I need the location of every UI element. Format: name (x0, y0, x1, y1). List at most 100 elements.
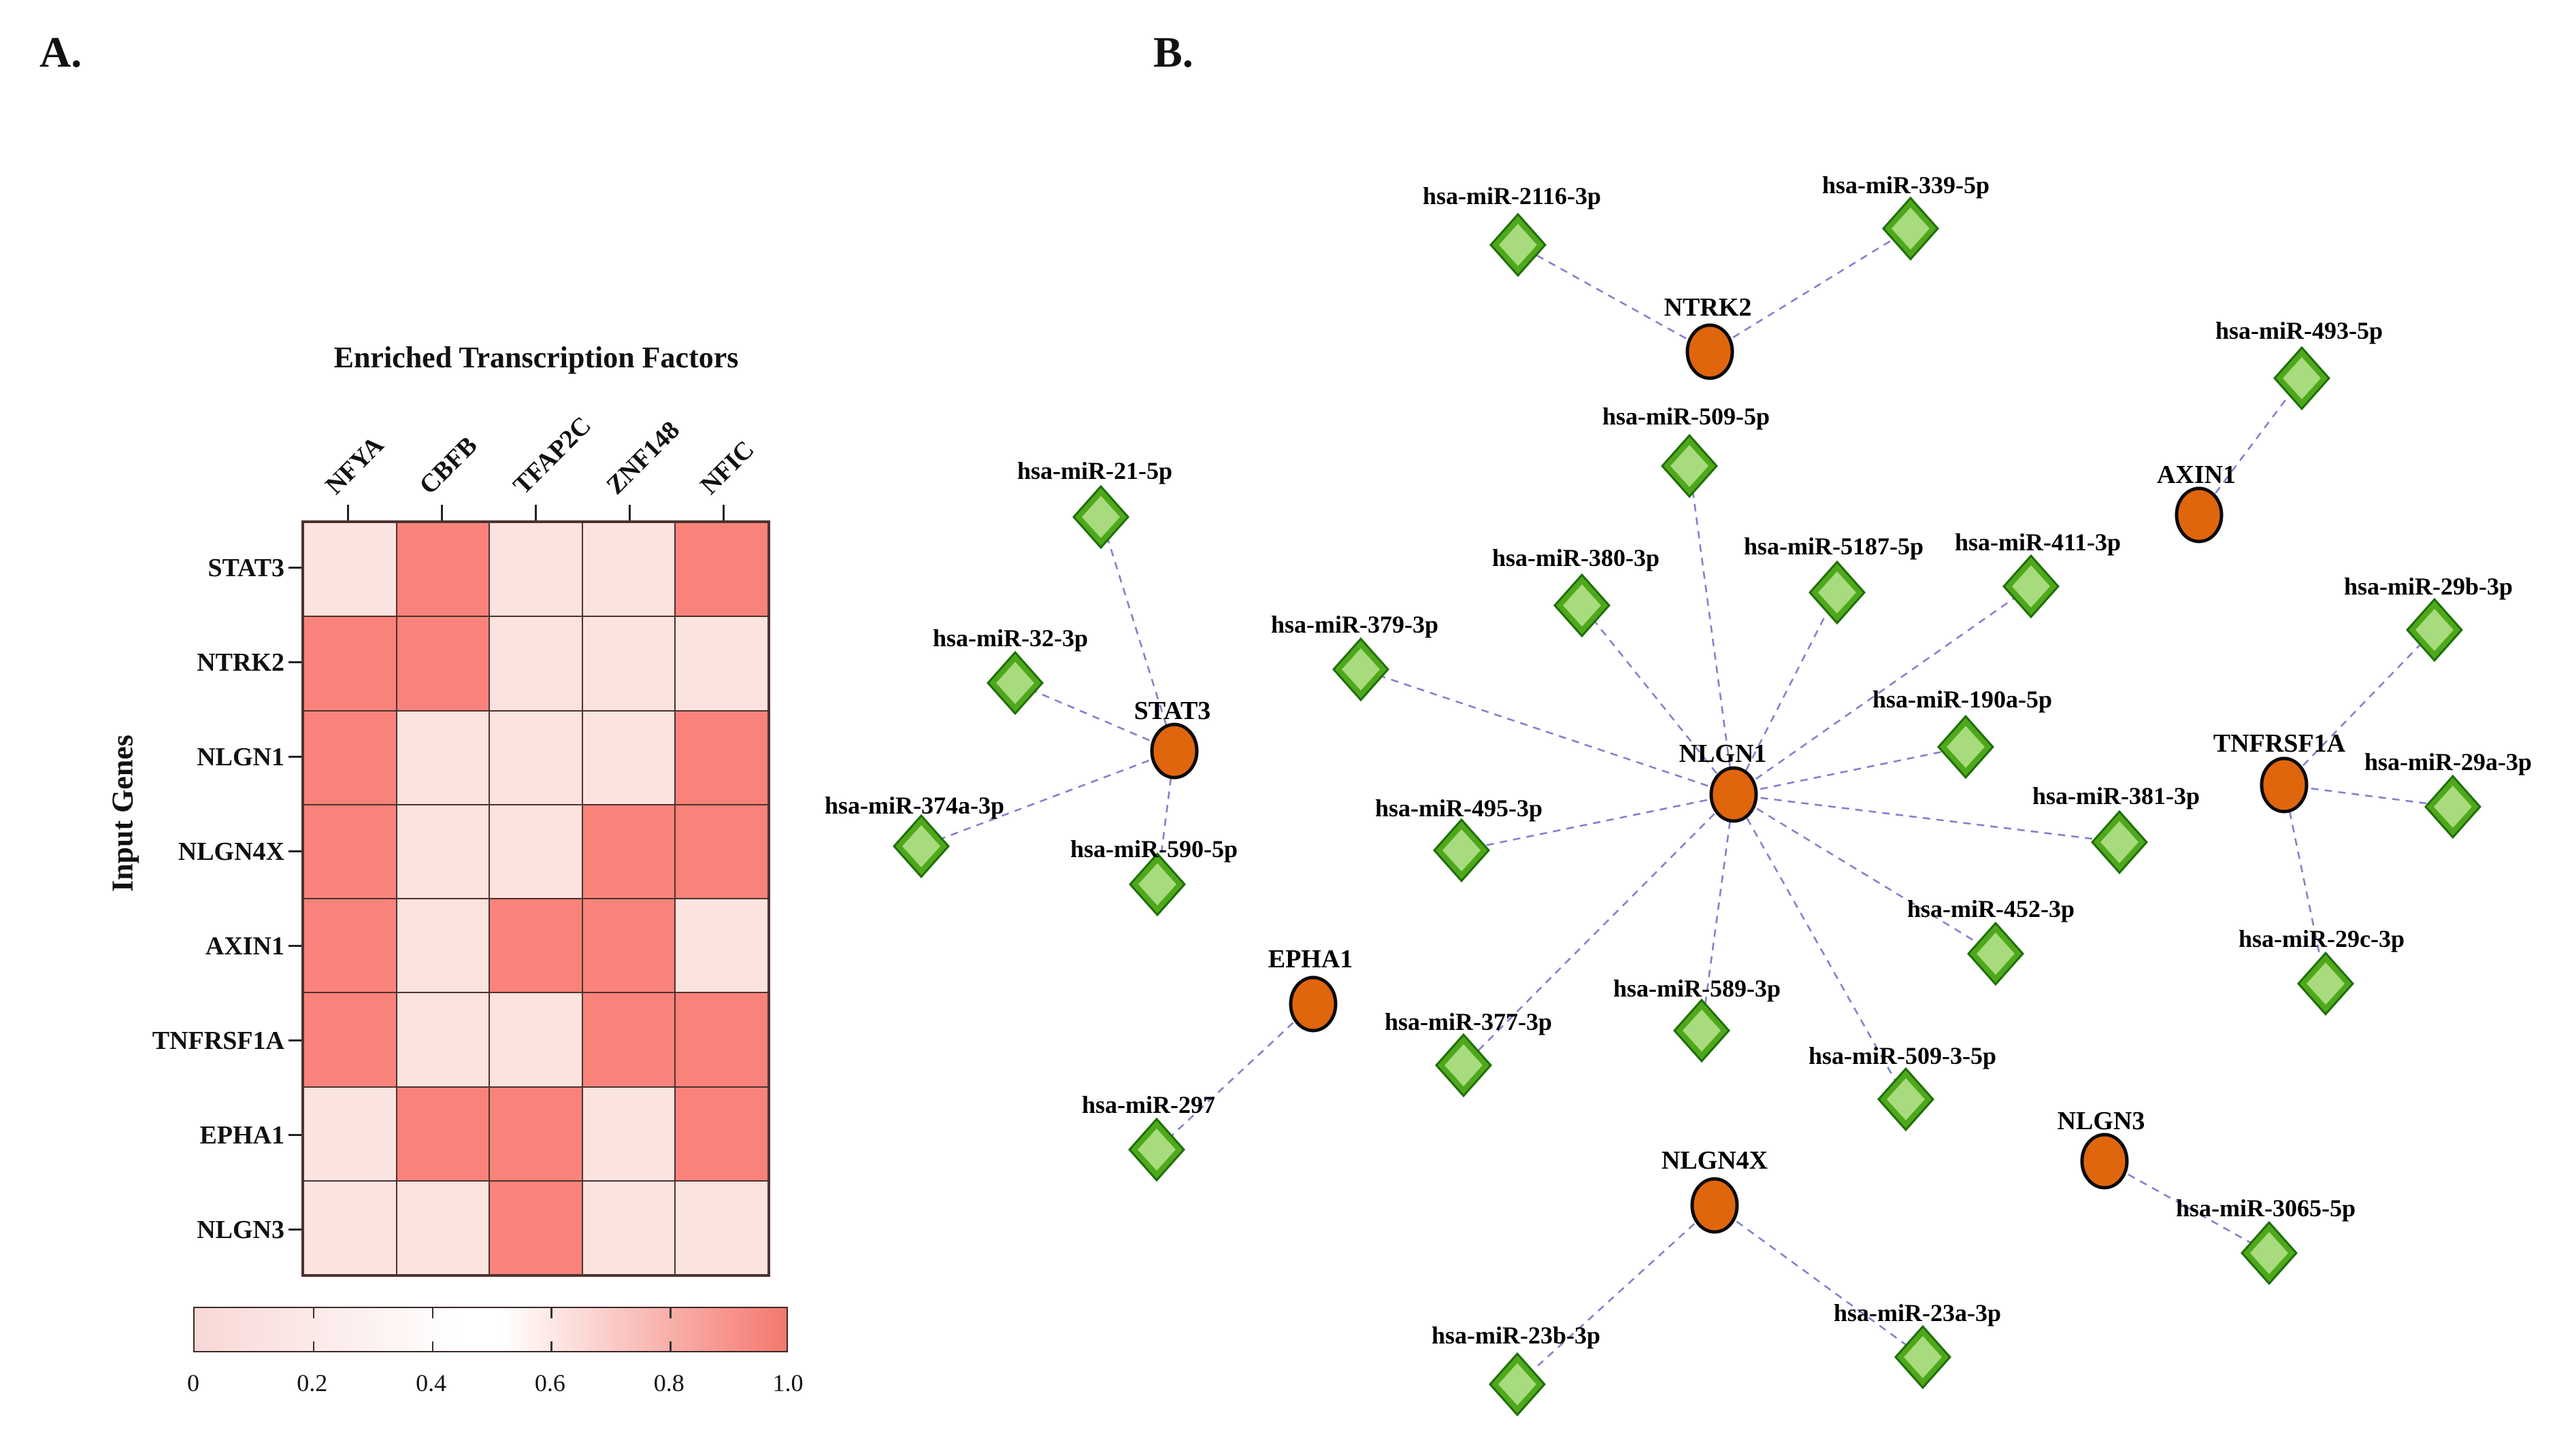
network-edge-TNFRSF1A--hsa-miR-29a-3p (2283, 784, 2454, 808)
heatmap-cell-TNFRSF1A-CBFB (396, 992, 490, 1087)
mirna-label-hsa-miR-190a-5p: hsa-miR-190a-5p (1872, 686, 2052, 713)
network-edge-EPHA1--hsa-miR-297 (1156, 1003, 1314, 1150)
heatmap-cell-NLGN3-TFAP2C (489, 1180, 582, 1275)
heatmap-cell-NLGN3-CBFB (396, 1180, 490, 1275)
gene-node-STAT3[interactable] (1150, 722, 1199, 780)
colorbar-tick-label-1.0: 1.0 (772, 1369, 804, 1397)
heatmap-colorbar (193, 1307, 788, 1352)
row-tick (288, 1229, 301, 1231)
colorbar-tick (670, 1341, 672, 1352)
network-edge-NLGN1--hsa-miR-190a-5p (1733, 746, 1966, 796)
mirna-label-hsa-miR-32-3p: hsa-miR-32-3p (933, 624, 1088, 652)
heatmap-cell-NLGN4X-ZNF148 (582, 804, 676, 899)
mirna-node-inner-hsa-miR-452-3p (1977, 933, 2015, 975)
heatmap-row-label-STAT3: STAT3 (208, 553, 284, 582)
heatmap-cell-NTRK2-NFYA (303, 616, 397, 711)
heatmap-cell-NTRK2-ZNF148 (582, 616, 676, 711)
mirna-label-hsa-miR-374a-3p: hsa-miR-374a-3p (825, 792, 1004, 819)
heatmap-cell-NLGN4X-CBFB (396, 804, 490, 899)
heatmap-cell-STAT3-CBFB (396, 522, 490, 617)
heatmap-cell-EPHA1-NFYA (303, 1086, 397, 1181)
network-edge-NLGN1--hsa-miR-411-3p (1733, 585, 2032, 796)
column-tick (628, 505, 631, 520)
mirna-node-inner-hsa-miR-297 (1138, 1129, 1176, 1171)
heatmap-cell-NLGN4X-NFIC (675, 804, 768, 899)
heatmap-cell-AXIN1-NFIC (675, 899, 768, 993)
network-edge-AXIN1--hsa-miR-493-5p (2198, 378, 2303, 516)
network-edge-NLGN1--hsa-miR-381-3p (1733, 793, 2120, 844)
mirna-node-inner-hsa-miR-29b-3p (2415, 609, 2454, 651)
network-edge-NLGN1--hsa-miR-509-3-5p (1732, 794, 1907, 1100)
mirna-label-hsa-miR-29a-3p: hsa-miR-29a-3p (2364, 748, 2532, 775)
mirna-node-inner-hsa-miR-3065-5p (2250, 1232, 2288, 1274)
column-tick (535, 505, 537, 520)
gene-node-NLGN4X[interactable] (1690, 1177, 1739, 1234)
gene-label-AXIN1: AXIN1 (2157, 461, 2236, 489)
mirna-node-inner-hsa-miR-339-5p (1892, 207, 1930, 250)
mirna-label-hsa-miR-509-3-5p: hsa-miR-509-3-5p (1809, 1042, 1996, 1069)
heatmap-cell-EPHA1-NFIC (675, 1086, 768, 1181)
heatmap-row-label-AXIN1: AXIN1 (205, 931, 284, 961)
network-edge-TNFRSF1A--hsa-miR-29c-3p (2283, 784, 2327, 984)
mirna-node-inner-hsa-miR-2116-3p (1499, 224, 1537, 266)
mirna-label-hsa-miR-509-5p: hsa-miR-509-5p (1602, 403, 1770, 430)
panel-b-label: B. (1153, 28, 1193, 76)
gene-label-NLGN1: NLGN1 (1679, 739, 1767, 768)
mirna-node-inner-hsa-miR-5187-5p (1818, 571, 1856, 614)
gene-node-NTRK2[interactable] (1685, 323, 1734, 380)
mirna-label-hsa-miR-23b-3p: hsa-miR-23b-3p (1432, 1322, 1600, 1349)
row-tick (288, 756, 301, 758)
gene-label-EPHA1: EPHA1 (1268, 945, 1353, 973)
column-tick (441, 505, 444, 520)
mirna-label-hsa-miR-2116-3p: hsa-miR-2116-3p (1423, 182, 1601, 210)
row-tick (288, 945, 301, 947)
gene-label-TNFRSF1A: TNFRSF1A (2213, 729, 2346, 758)
mirna-node-inner-hsa-miR-23b-3p (1498, 1363, 1536, 1405)
row-tick (288, 850, 301, 852)
column-tick (347, 505, 350, 520)
mirna-label-hsa-miR-377-3p: hsa-miR-377-3p (1385, 1008, 1552, 1035)
mirna-node-inner-hsa-miR-190a-5p (1947, 726, 1985, 768)
mirna-label-hsa-miR-590-5p: hsa-miR-590-5p (1070, 835, 1238, 863)
mirna-label-hsa-miR-493-5p: hsa-miR-493-5p (2215, 317, 2383, 344)
network-edge-NLGN1--hsa-miR-452-3p (1733, 793, 1996, 955)
gene-node-NLGN1[interactable] (1709, 766, 1758, 823)
gene-node-TNFRSF1A[interactable] (2260, 756, 2309, 814)
gene-node-EPHA1[interactable] (1289, 975, 1338, 1033)
colorbar-tick (550, 1308, 552, 1318)
panel-a-label: A. (39, 28, 82, 76)
heatmap-cell-STAT3-NFIC (675, 522, 768, 617)
colorbar-tick-label-0.6: 0.6 (534, 1369, 565, 1397)
network-edge-TNFRSF1A--hsa-miR-29b-3p (2283, 629, 2435, 786)
network-edge-NTRK2--hsa-miR-339-5p (1709, 227, 1911, 353)
network-edge-NLGN4X--hsa-miR-23b-3p (1517, 1205, 1715, 1385)
mirna-label-hsa-miR-21-5p: hsa-miR-21-5p (1017, 457, 1172, 484)
network-edge-NTRK2--hsa-miR-2116-3p (1517, 244, 1711, 353)
mirna-node-inner-hsa-miR-495-3p (1442, 829, 1481, 871)
heatmap-cell-NLGN3-NFIC (675, 1180, 768, 1275)
mirna-label-hsa-miR-29c-3p: hsa-miR-29c-3p (2239, 925, 2405, 952)
heatmap-cell-TNFRSF1A-NFIC (675, 992, 768, 1087)
heatmap-grid (301, 520, 770, 1277)
row-tick (288, 1039, 301, 1041)
mirna-label-hsa-miR-29b-3p: hsa-miR-29b-3p (2344, 573, 2513, 600)
mirna-label-hsa-miR-380-3p: hsa-miR-380-3p (1492, 544, 1659, 571)
colorbar-tick (550, 1341, 552, 1352)
mirna-node-inner-hsa-miR-509-5p (1670, 445, 1708, 487)
heatmap-cell-STAT3-TFAP2C (489, 522, 582, 617)
mirna-label-hsa-miR-3065-5p: hsa-miR-3065-5p (2176, 1195, 2356, 1222)
heatmap-cell-STAT3-NFYA (303, 522, 397, 617)
mirna-node-inner-hsa-miR-590-5p (1138, 863, 1176, 905)
gene-node-AXIN1[interactable] (2175, 486, 2224, 544)
mirna-node-inner-hsa-miR-379-3p (1342, 648, 1380, 690)
mirna-node-inner-hsa-miR-380-3p (1563, 584, 1601, 627)
heatmap-cell-NLGN4X-TFAP2C (489, 804, 582, 899)
gene-node-NLGN3[interactable] (2080, 1133, 2129, 1190)
heatmap-row-label-NLGN1: NLGN1 (197, 742, 284, 771)
row-tick (288, 661, 301, 663)
heatmap-cell-TNFRSF1A-TFAP2C (489, 992, 582, 1087)
heatmap-cell-NLGN1-CBFB (396, 710, 490, 805)
heatmap-cell-STAT3-ZNF148 (582, 522, 676, 617)
mirna-label-hsa-miR-5187-5p: hsa-miR-5187-5p (1744, 533, 1923, 560)
